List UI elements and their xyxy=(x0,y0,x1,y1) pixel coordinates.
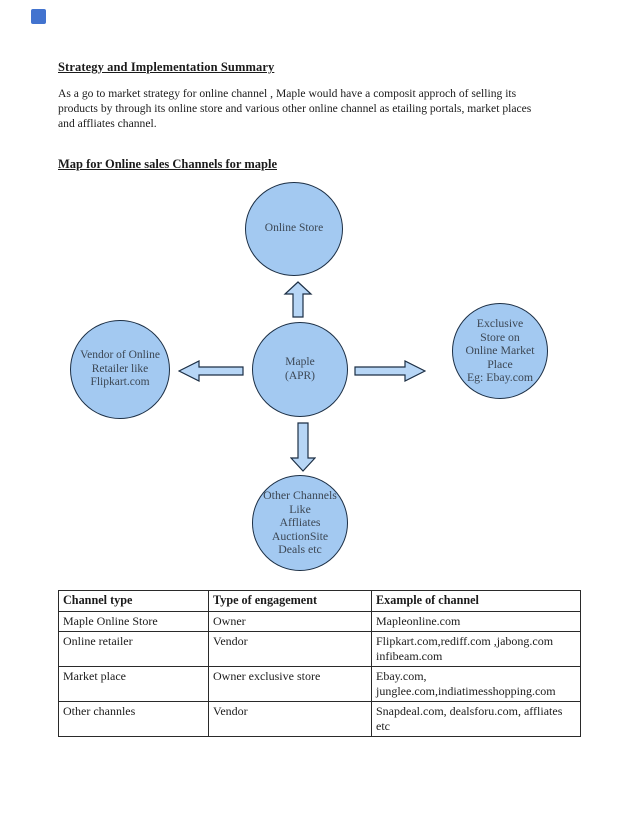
column-header: Channel type xyxy=(58,590,209,612)
column-header: Example of channel xyxy=(371,590,581,612)
table-cell: Vendor xyxy=(208,631,372,667)
table-cell: Online retailer xyxy=(58,631,209,667)
table-cell: Market place xyxy=(58,666,209,702)
table-cell: Flipkart.com,rediff.com ,jabong.com infi… xyxy=(371,631,581,667)
table-cell: Other channles xyxy=(58,701,209,737)
intro-paragraph: As a go to market strategy for online ch… xyxy=(58,87,532,130)
table-cell: Vendor xyxy=(208,701,372,737)
table-cell: Owner xyxy=(208,610,372,632)
table-cell: Ebay.com, junglee.com,indiatimesshopping… xyxy=(371,666,581,702)
page-title: Strategy and Implementation Summary xyxy=(58,60,275,74)
arrow-right-icon xyxy=(354,360,426,382)
node-other-channels: Other Channels Like Affliates AuctionSit… xyxy=(252,475,348,571)
arrow-down-icon xyxy=(290,422,316,472)
node-vendor-online-retailer: Vendor of Online Retailer like Flipkart.… xyxy=(70,320,170,419)
table-cell: Mapleonline.com xyxy=(371,610,581,632)
sales-channels-diagram: Online Store Vendor of Online Retailer l… xyxy=(0,175,638,585)
arrow-up-icon xyxy=(283,281,313,318)
table-cell: Maple Online Store xyxy=(58,610,209,632)
column-header: Type of engagement xyxy=(208,590,372,612)
table-cell: Owner exclusive store xyxy=(208,666,372,702)
node-online-store: Online Store xyxy=(245,182,343,276)
section-heading: Map for Online sales Channels for maple xyxy=(58,157,277,171)
node-exclusive-store-market-place: Exclusive Store on Online Market Place E… xyxy=(452,303,548,399)
corner-marker xyxy=(31,9,46,24)
arrow-left-icon xyxy=(178,360,244,382)
node-maple-apr: Maple (APR) xyxy=(252,322,348,417)
table-cell: Snapdeal.com, dealsforu.com, affliates e… xyxy=(371,701,581,737)
